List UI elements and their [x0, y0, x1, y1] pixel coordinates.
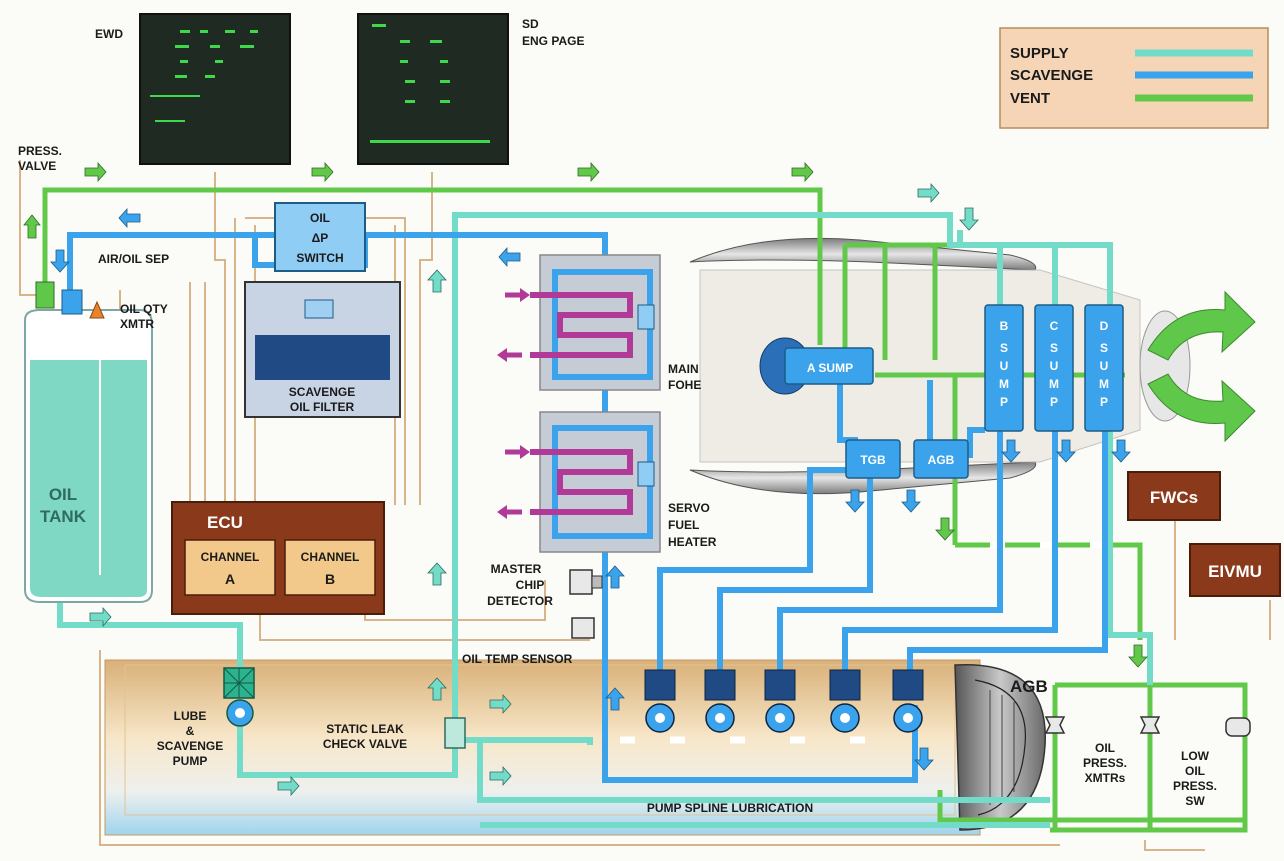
tgb-box: TGB	[846, 440, 900, 478]
low-oil-sw-label-2: OIL	[1185, 764, 1205, 778]
lube-pump-label-2: &	[186, 724, 195, 738]
d-sump-letter: D	[1100, 319, 1109, 333]
oil-dp-switch-label-3: SWITCH	[296, 251, 343, 265]
c-sump-p: P	[1050, 395, 1058, 409]
b-sump-p: P	[1000, 395, 1008, 409]
servo-heater-label-1: SERVO	[668, 501, 710, 515]
oil-temp-sensor: OIL TEMP SENSOR	[462, 618, 594, 666]
press-valve: PRESS. VALVE	[18, 144, 62, 308]
channel-b-letter: B	[325, 571, 335, 587]
ewd-display: EWD	[95, 14, 290, 164]
b-sump-letter: B	[1000, 319, 1009, 333]
a-sump-label: A SUMP	[807, 361, 853, 375]
b-sump-u: U	[1000, 359, 1009, 373]
main-fohe: MAIN FOHE	[497, 255, 701, 392]
master-chip-label-1: MASTER	[491, 562, 542, 576]
lube-pump-label-4: PUMP	[173, 754, 208, 768]
c-sump-u: U	[1050, 359, 1059, 373]
legend: SUPPLY SCAVENGE VENT	[1000, 28, 1268, 128]
fwcs-label: FWCs	[1150, 488, 1198, 507]
sd-display: SD ENG PAGE	[358, 14, 584, 164]
ewd-screen	[140, 14, 290, 164]
low-oil-sw-label-1: LOW	[1181, 749, 1210, 763]
ecu-box: ECU CHANNEL A CHANNEL B	[172, 502, 384, 614]
oil-press-xmtrs-label-2: PRESS.	[1083, 756, 1127, 770]
oil-press-xmtrs-label-3: XMTRs	[1085, 771, 1126, 785]
ecu-label: ECU	[207, 513, 243, 532]
press-valve-label-2: VALVE	[18, 159, 56, 173]
sd-label-line2: ENG PAGE	[522, 34, 584, 48]
ewd-label: EWD	[95, 27, 123, 41]
oil-tank-label-2: TANK	[40, 507, 87, 526]
master-chip-label-2: CHIP	[516, 578, 545, 592]
d-sump: D S U M P	[1085, 305, 1123, 431]
servo-fuel-heater: SERVO FUEL HEATER	[497, 412, 717, 552]
static-leak-label-1: STATIC LEAK	[326, 722, 404, 736]
low-oil-press-switch: LOW OIL PRESS. SW	[1173, 718, 1250, 808]
scavenge-filter-label-2: OIL FILTER	[290, 400, 355, 414]
pump-spline-label: PUMP SPLINE LUBRICATION	[647, 801, 813, 815]
eivmu-box: EIVMU	[1190, 544, 1280, 596]
press-valve-label-1: PRESS.	[18, 144, 62, 158]
oil-qty-label-1: OIL QTY	[120, 302, 168, 316]
oil-tank: OIL TANK	[25, 310, 152, 602]
c-sump-m: M	[1049, 377, 1059, 391]
agb-sump-label: AGB	[928, 453, 955, 467]
low-oil-sw-label-3: PRESS.	[1173, 779, 1217, 793]
static-leak-label-2: CHECK VALVE	[323, 737, 407, 751]
low-oil-sw-label-4: SW	[1185, 794, 1205, 808]
agb-gearbox-label: AGB	[1010, 677, 1048, 696]
lube-pump-label-1: LUBE	[174, 709, 207, 723]
servo-heater-label-2: FUEL	[668, 518, 699, 532]
fwcs-box: FWCs	[1128, 472, 1220, 520]
oil-press-xmtrs-label-1: OIL	[1095, 741, 1115, 755]
oil-qty-label-2: XMTR	[120, 317, 154, 331]
lube-pump-label-3: SCAVENGE	[157, 739, 223, 753]
b-sump: B S U M P	[985, 305, 1023, 431]
legend-supply-label: SUPPLY	[1010, 45, 1069, 62]
c-sump-s: S	[1050, 341, 1058, 355]
servo-heater-label-3: HEATER	[668, 535, 717, 549]
tank-oil-level	[30, 360, 147, 597]
master-chip-label-3: DETECTOR	[487, 594, 553, 608]
oil-press-transmitters: OIL PRESS. XMTRs	[1046, 717, 1159, 785]
oil-temp-sensor-label: OIL TEMP SENSOR	[462, 652, 573, 666]
sd-label-line1: SD	[522, 17, 539, 31]
agb-sump-box: AGB	[914, 440, 968, 478]
scavenge-oil-filter: SCAVENGE OIL FILTER	[245, 282, 400, 417]
legend-vent-label: VENT	[1010, 90, 1050, 107]
d-sump-u: U	[1100, 359, 1109, 373]
b-sump-m: M	[999, 377, 1009, 391]
air-oil-sep-label: AIR/OIL SEP	[98, 252, 169, 266]
c-sump: C S U M P	[1035, 305, 1073, 431]
b-sump-s: S	[1000, 341, 1008, 355]
legend-scavenge-label: SCAVENGE	[1010, 67, 1093, 84]
d-sump-s: S	[1100, 341, 1108, 355]
oil-tank-label-1: OIL	[49, 485, 77, 504]
d-sump-p: P	[1100, 395, 1108, 409]
channel-b-word: CHANNEL	[301, 550, 360, 564]
main-fohe-label-1: MAIN	[668, 362, 699, 376]
channel-a-word: CHANNEL	[201, 550, 260, 564]
scavenge-filter-label-1: SCAVENGE	[289, 385, 355, 399]
tgb-label: TGB	[860, 453, 886, 467]
channel-a-letter: A	[225, 571, 235, 587]
eivmu-label: EIVMU	[1208, 562, 1262, 581]
d-sump-m: M	[1099, 377, 1109, 391]
c-sump-letter: C	[1050, 319, 1059, 333]
oil-dp-switch: OIL ΔP SWITCH	[275, 203, 365, 271]
oil-dp-switch-label-1: OIL	[310, 211, 330, 225]
oil-dp-switch-label-2: ΔP	[312, 231, 329, 245]
main-fohe-label-2: FOHE	[668, 378, 701, 392]
